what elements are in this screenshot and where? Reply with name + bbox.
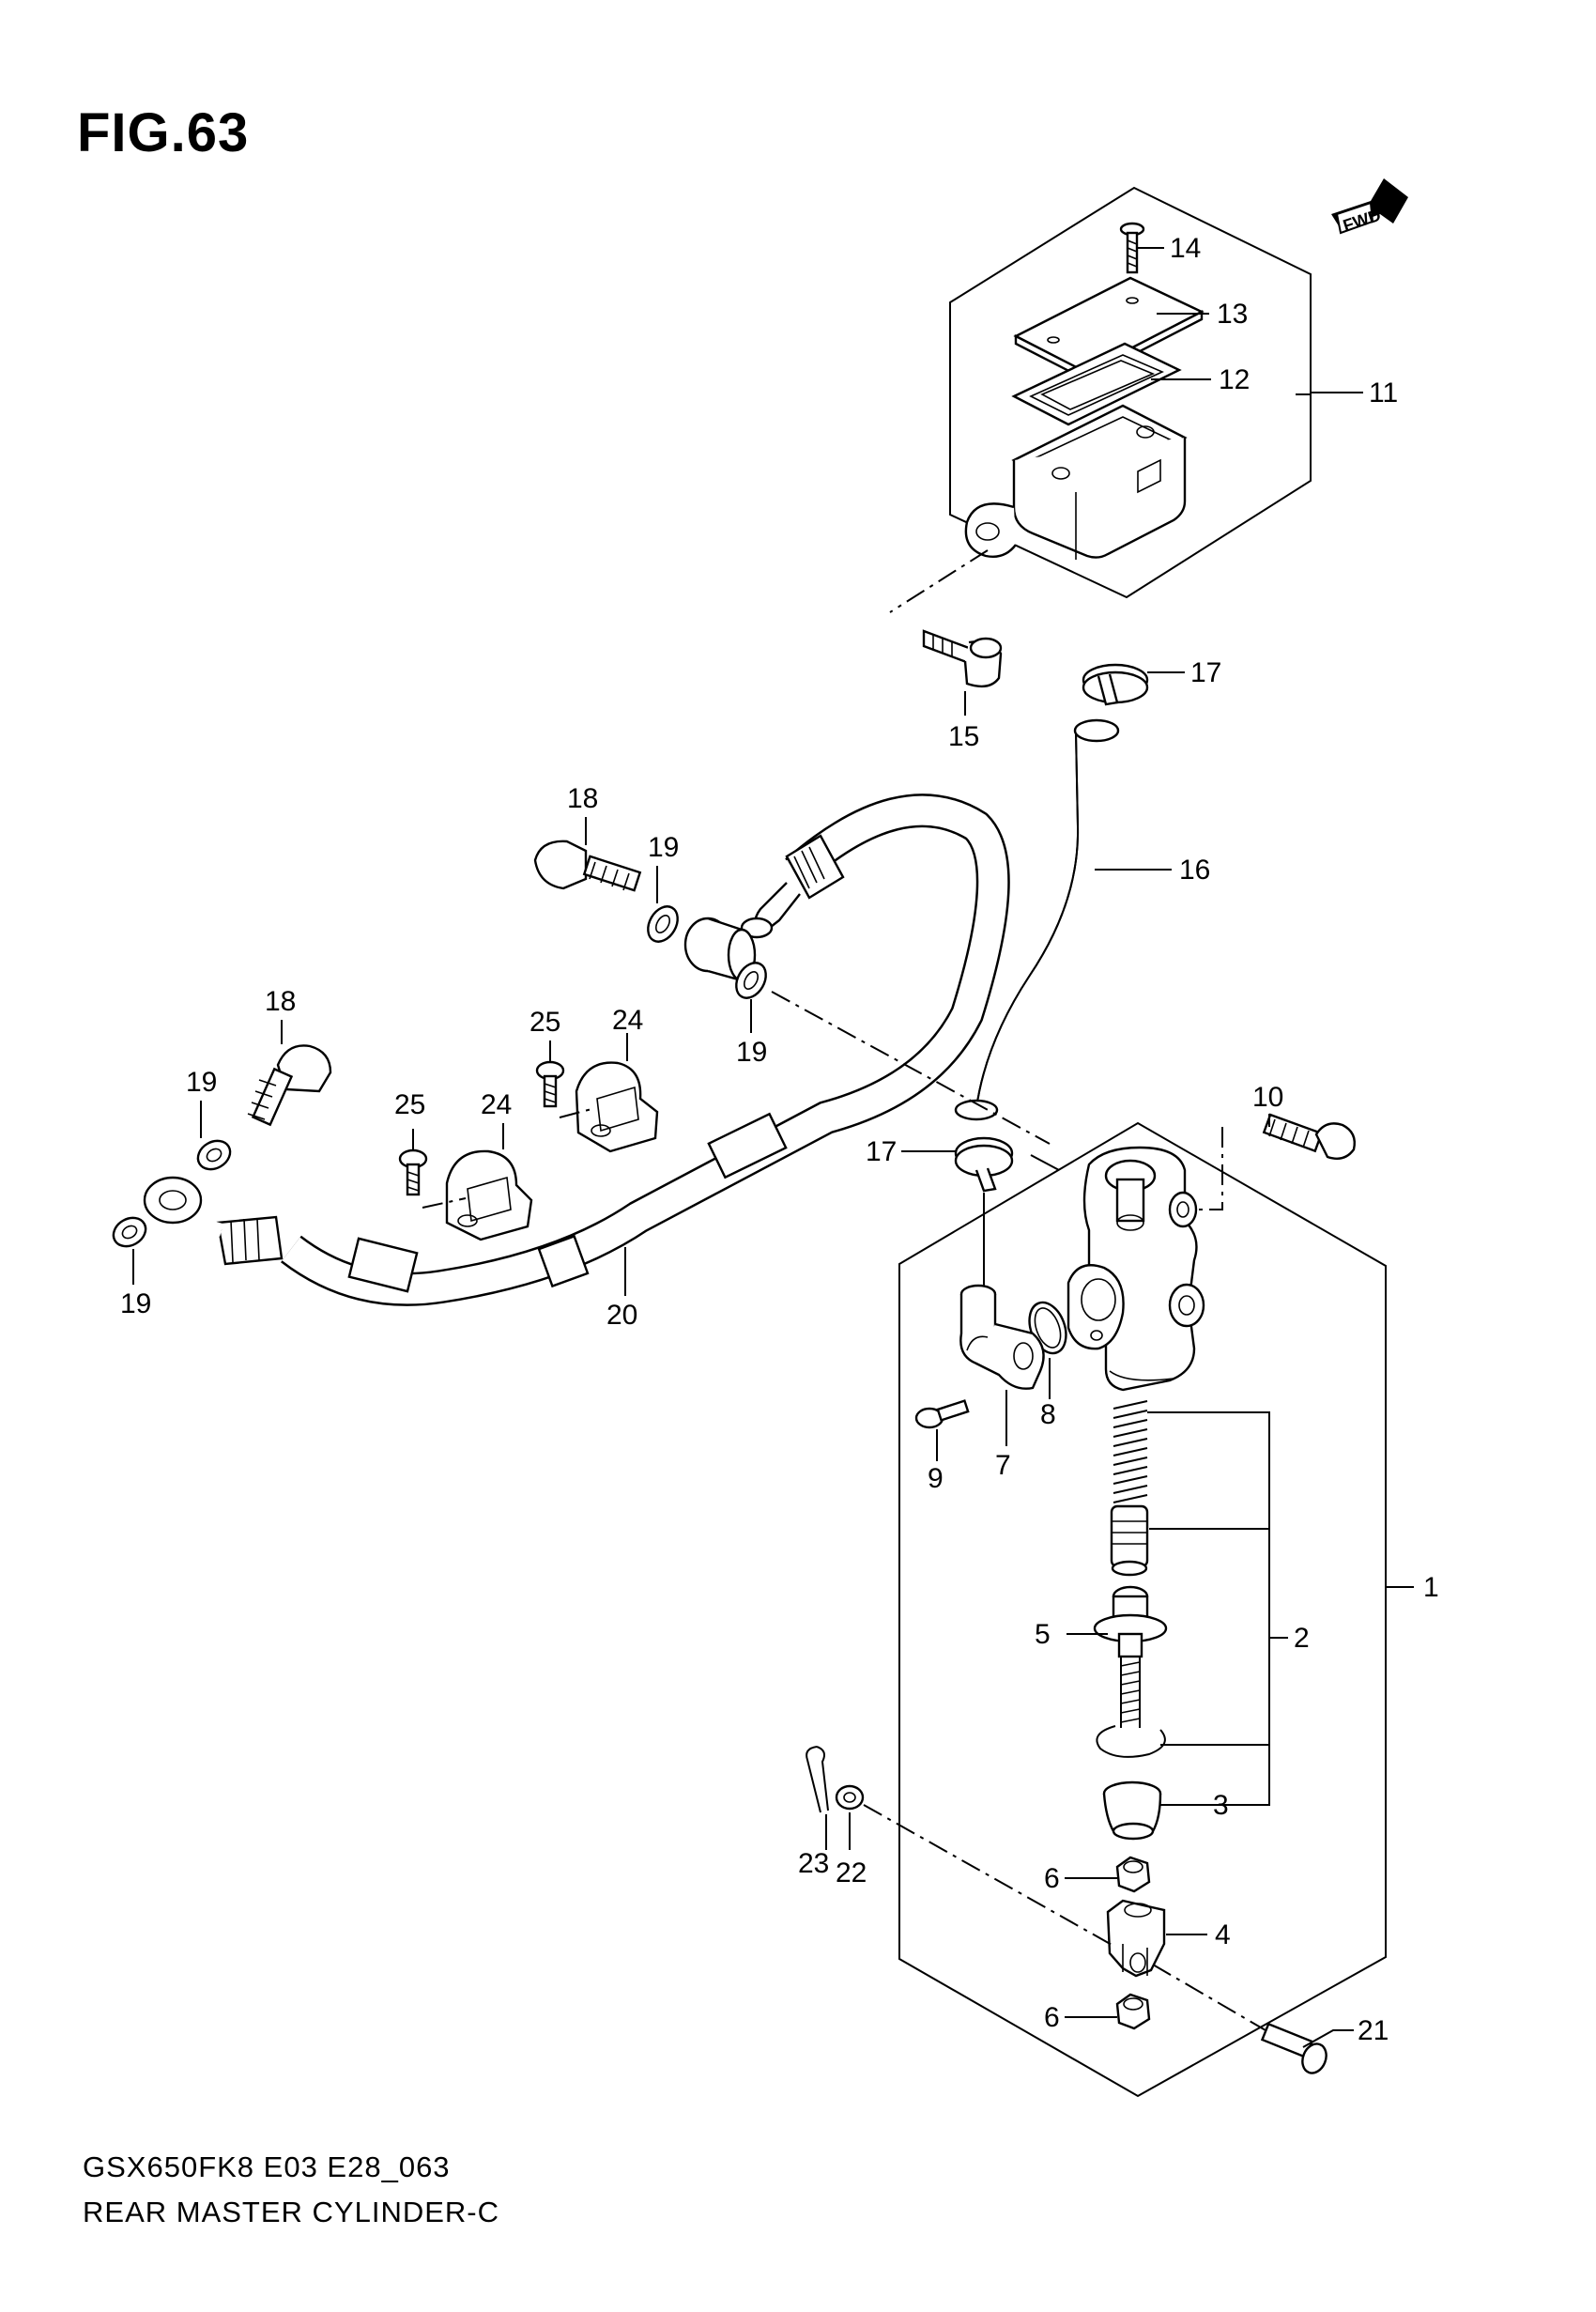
reservoir-body	[964, 404, 1188, 560]
hose-connector-7	[959, 1284, 1045, 1390]
callout-6-lower: 6	[1044, 2002, 1060, 2033]
screw-25-left	[398, 1148, 428, 1196]
callout-11: 11	[1369, 378, 1398, 408]
master-cylinder-body	[1067, 1146, 1205, 1392]
bolt-10	[1262, 1113, 1356, 1160]
bolt-15	[922, 629, 1003, 688]
callout-2: 2	[1294, 1623, 1310, 1654]
callout-25-left: 25	[394, 1089, 425, 1120]
clevis-4	[1106, 1899, 1166, 1978]
boot-3	[1102, 1780, 1162, 1841]
washer-19-d	[112, 1216, 147, 1248]
callout-7: 7	[995, 1450, 1011, 1481]
hose-clamp-17-lower	[954, 1136, 1014, 1193]
diaphragm-12	[1011, 342, 1182, 426]
hose-clamp-17-upper	[1082, 663, 1149, 706]
figure-title: FIG.63	[77, 102, 250, 163]
callout-16: 16	[1179, 855, 1210, 886]
callout-4: 4	[1215, 1919, 1231, 1950]
hose-clamp-24-left	[445, 1149, 533, 1241]
callout-17-lower: 17	[866, 1136, 897, 1167]
callout-8: 8	[1040, 1399, 1056, 1430]
washer-19-b	[735, 962, 767, 999]
model-code: GSX650FK8 E03 E28_063	[83, 2150, 451, 2183]
nut-6-upper	[1115, 1856, 1151, 1893]
brake-hose-20	[168, 794, 1010, 1306]
callout-21: 21	[1358, 2015, 1389, 2046]
master-cylinder-group-outline	[898, 1121, 1387, 2098]
clevis-pin-21	[1260, 2022, 1327, 2074]
banjo-bolt-18-lower	[247, 1044, 332, 1127]
washer-22	[835, 1784, 865, 1811]
push-rod-5	[1093, 1585, 1168, 1728]
screw-25-right	[535, 1060, 565, 1108]
callout-3: 3	[1213, 1790, 1229, 1821]
callout-18-lower: 18	[265, 986, 296, 1017]
hose-clamp-24-right	[575, 1061, 659, 1153]
callout-19-d: 19	[120, 1288, 151, 1319]
banjo-fitting-upper	[683, 917, 757, 982]
callout-1: 1	[1423, 1572, 1439, 1603]
screw-9	[914, 1399, 970, 1429]
callout-20: 20	[606, 1300, 637, 1331]
callout-23: 23	[798, 1848, 829, 1879]
washer-19-a	[647, 905, 679, 943]
callout-19-b: 19	[736, 1037, 767, 1068]
callout-12: 12	[1219, 364, 1250, 395]
callout-24-left: 24	[481, 1089, 512, 1120]
callout-24-right: 24	[612, 1005, 643, 1036]
callout-17-upper: 17	[1190, 657, 1221, 688]
fwd-arrow-icon: FWD	[1331, 178, 1408, 236]
banjo-bolt-18-upper	[533, 840, 642, 892]
callout-19-a: 19	[648, 832, 679, 863]
screw-14	[1119, 222, 1145, 274]
callout-6-upper: 6	[1044, 1863, 1060, 1894]
cotter-pin-23	[806, 1746, 829, 1813]
piston	[1110, 1504, 1149, 1577]
callout-5: 5	[1035, 1619, 1051, 1650]
callout-25-right: 25	[529, 1007, 560, 1038]
reservoir-group-outline	[949, 186, 1312, 599]
spring	[1113, 1400, 1148, 1503]
reservoir-hose-16	[954, 718, 1120, 1121]
part-name: REAR MASTER CYLINDER-C	[83, 2196, 499, 2228]
callout-18-upper: 18	[567, 783, 598, 814]
callout-13: 13	[1217, 299, 1248, 330]
washer-19-c	[196, 1139, 232, 1171]
callout-19-c: 19	[186, 1067, 217, 1098]
callout-22: 22	[836, 1857, 867, 1888]
callout-10: 10	[1252, 1082, 1283, 1113]
nut-6-lower	[1115, 1993, 1151, 2030]
banjo-fitting-lower	[143, 1176, 203, 1225]
callout-9: 9	[928, 1463, 944, 1494]
callout-14: 14	[1170, 233, 1201, 264]
circlip	[1096, 1725, 1166, 1758]
callout-15: 15	[948, 721, 979, 752]
